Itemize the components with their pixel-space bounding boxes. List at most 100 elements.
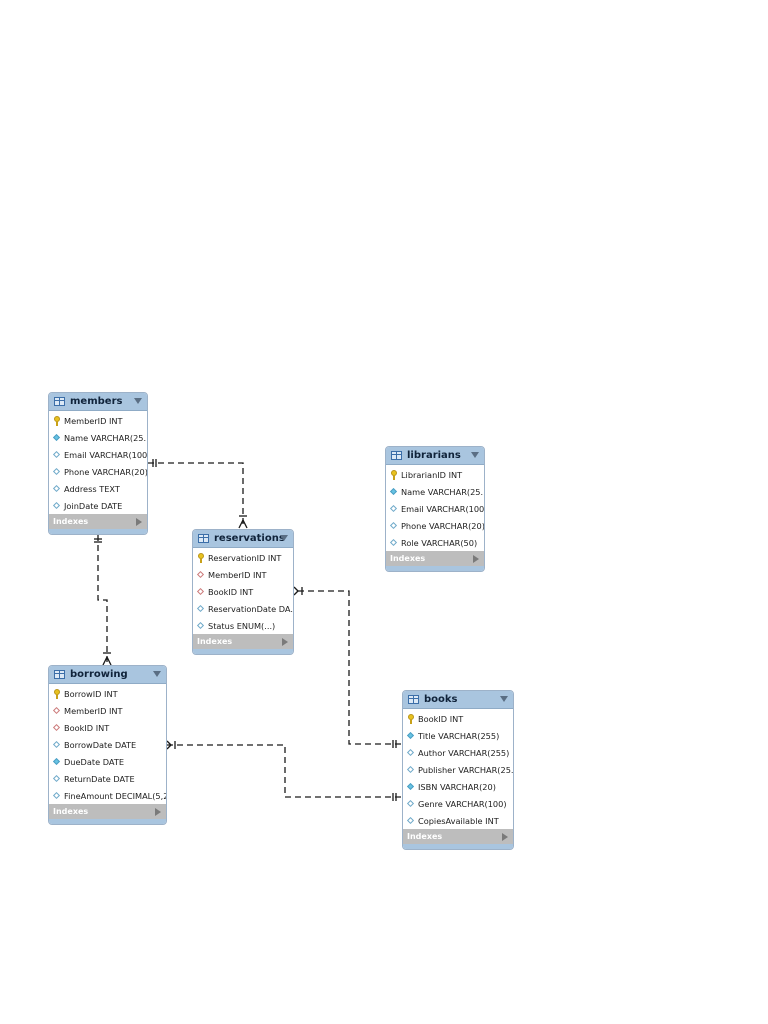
collapse-arrow-icon[interactable] bbox=[280, 535, 288, 541]
column-row[interactable]: DueDate DATE bbox=[49, 753, 166, 770]
column-row[interactable]: ISBN VARCHAR(20) bbox=[403, 778, 513, 795]
column-row[interactable]: Publisher VARCHAR(25... bbox=[403, 761, 513, 778]
table-icon bbox=[391, 451, 402, 460]
primary-key-icon bbox=[389, 469, 399, 480]
table-borrowing[interactable]: borrowing BorrowID INT MemberID INT Book… bbox=[48, 665, 167, 825]
table-librarians[interactable]: librarians LibrarianID INT Name VARCHAR(… bbox=[385, 446, 485, 572]
foreign-key-icon bbox=[196, 587, 206, 597]
primary-key-icon bbox=[196, 552, 206, 563]
not-null-column-icon bbox=[52, 757, 62, 767]
column-row[interactable]: Name VARCHAR(25... bbox=[49, 429, 147, 446]
column-row[interactable]: BookID INT bbox=[403, 710, 513, 727]
relationship-members-borrowing[interactable] bbox=[94, 535, 112, 666]
column-label: DueDate DATE bbox=[64, 756, 125, 767]
column-row[interactable]: BorrowDate DATE bbox=[49, 736, 166, 753]
column-row[interactable]: MemberID INT bbox=[49, 702, 166, 719]
collapse-arrow-icon[interactable] bbox=[153, 671, 161, 677]
column-row[interactable]: Email VARCHAR(100) bbox=[386, 500, 484, 517]
column-row[interactable]: Address TEXT bbox=[49, 480, 147, 497]
nullable-column-icon bbox=[52, 484, 62, 494]
column-row[interactable]: Phone VARCHAR(20) bbox=[386, 517, 484, 534]
table-books[interactable]: books BookID INT Title VARCHAR(255) Auth… bbox=[402, 690, 514, 850]
expand-arrow-icon[interactable] bbox=[282, 638, 288, 646]
table-members[interactable]: members MemberID INT Name VARCHAR(25... … bbox=[48, 392, 148, 535]
nullable-column-icon bbox=[389, 538, 399, 548]
column-label: ReservationID INT bbox=[208, 552, 282, 563]
column-row[interactable]: MemberID INT bbox=[193, 566, 293, 583]
nullable-column-icon bbox=[389, 521, 399, 531]
expand-arrow-icon[interactable] bbox=[155, 808, 161, 816]
nullable-column-icon bbox=[52, 501, 62, 511]
expand-arrow-icon[interactable] bbox=[136, 518, 142, 526]
nullable-column-icon bbox=[52, 774, 62, 784]
table-header[interactable]: books bbox=[403, 691, 513, 709]
table-header[interactable]: reservations bbox=[193, 530, 293, 548]
indexes-section[interactable]: Indexes bbox=[193, 634, 293, 649]
relationship-books-reservations[interactable] bbox=[293, 586, 401, 748]
primary-key-icon bbox=[52, 415, 62, 426]
nullable-column-icon bbox=[389, 504, 399, 514]
column-label: Author VARCHAR(255) bbox=[418, 747, 510, 758]
column-row[interactable]: CopiesAvailable INT bbox=[403, 812, 513, 829]
table-title: books bbox=[424, 694, 458, 705]
nullable-column-icon bbox=[406, 816, 416, 826]
column-row[interactable]: BookID INT bbox=[49, 719, 166, 736]
primary-key-icon bbox=[52, 688, 62, 699]
expand-arrow-icon[interactable] bbox=[502, 833, 508, 841]
relationship-members-reservations[interactable] bbox=[148, 459, 248, 529]
indexes-section[interactable]: Indexes bbox=[386, 551, 484, 566]
expand-arrow-icon[interactable] bbox=[473, 555, 479, 563]
column-row[interactable]: LibrarianID INT bbox=[386, 466, 484, 483]
column-row[interactable]: Name VARCHAR(25... bbox=[386, 483, 484, 500]
column-row[interactable]: Title VARCHAR(255) bbox=[403, 727, 513, 744]
column-label: Address TEXT bbox=[64, 483, 120, 494]
collapse-arrow-icon[interactable] bbox=[500, 696, 508, 702]
table-reservations[interactable]: reservations ReservationID INT MemberID … bbox=[192, 529, 294, 655]
column-row[interactable]: Genre VARCHAR(100) bbox=[403, 795, 513, 812]
collapse-arrow-icon[interactable] bbox=[471, 452, 479, 458]
not-null-column-icon bbox=[52, 433, 62, 443]
column-label: ISBN VARCHAR(20) bbox=[418, 781, 496, 792]
column-label: BookID INT bbox=[418, 713, 464, 724]
column-label: Name VARCHAR(25... bbox=[64, 432, 147, 443]
foreign-key-icon bbox=[52, 706, 62, 716]
column-row[interactable]: JoinDate DATE bbox=[49, 497, 147, 514]
not-null-column-icon bbox=[406, 731, 416, 741]
indexes-section[interactable]: Indexes bbox=[49, 514, 147, 529]
column-row[interactable]: FineAmount DECIMAL(5,2) bbox=[49, 787, 166, 804]
column-row[interactable]: Status ENUM(...) bbox=[193, 617, 293, 634]
column-label: CopiesAvailable INT bbox=[418, 815, 499, 826]
table-icon bbox=[54, 670, 65, 679]
column-label: BookID INT bbox=[208, 586, 254, 597]
column-row[interactable]: Email VARCHAR(100) bbox=[49, 446, 147, 463]
column-row[interactable]: Author VARCHAR(255) bbox=[403, 744, 513, 761]
column-row[interactable]: BorrowID INT bbox=[49, 685, 166, 702]
nullable-column-icon bbox=[196, 604, 206, 614]
column-label: BorrowID INT bbox=[64, 688, 118, 699]
column-row[interactable]: ReturnDate DATE bbox=[49, 770, 166, 787]
column-row[interactable]: ReservationID INT bbox=[193, 549, 293, 566]
table-header[interactable]: borrowing bbox=[49, 666, 166, 684]
column-label: MemberID INT bbox=[64, 705, 123, 716]
table-header[interactable]: members bbox=[49, 393, 147, 411]
nullable-column-icon bbox=[406, 765, 416, 775]
column-label: LibrarianID INT bbox=[401, 469, 463, 480]
column-row[interactable]: BookID INT bbox=[193, 583, 293, 600]
column-row[interactable]: Phone VARCHAR(20) bbox=[49, 463, 147, 480]
foreign-key-icon bbox=[52, 723, 62, 733]
primary-key-icon bbox=[406, 713, 416, 724]
column-row[interactable]: MemberID INT bbox=[49, 412, 147, 429]
table-header[interactable]: librarians bbox=[386, 447, 484, 465]
column-label: JoinDate DATE bbox=[64, 500, 123, 511]
column-label: Email VARCHAR(100) bbox=[401, 503, 484, 514]
indexes-section[interactable]: Indexes bbox=[403, 829, 513, 844]
indexes-label: Indexes bbox=[407, 832, 443, 841]
relationship-books-borrowing[interactable] bbox=[166, 740, 401, 801]
indexes-section[interactable]: Indexes bbox=[49, 804, 166, 819]
indexes-label: Indexes bbox=[390, 554, 426, 563]
column-row[interactable]: Role VARCHAR(50) bbox=[386, 534, 484, 551]
column-row[interactable]: ReservationDate DA... bbox=[193, 600, 293, 617]
collapse-arrow-icon[interactable] bbox=[134, 398, 142, 404]
